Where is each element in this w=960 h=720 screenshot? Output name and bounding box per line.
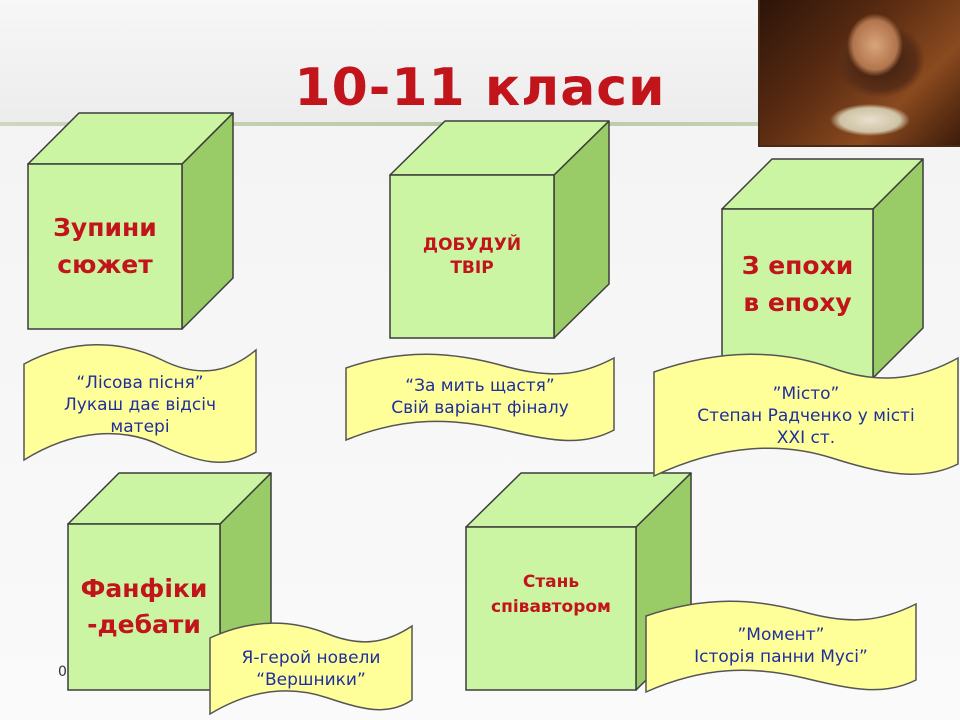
cube-shape [27, 112, 234, 330]
cube-label: Стань співавтором [491, 572, 611, 617]
banner-shape [209, 622, 413, 716]
banner-text: ”Місто” Степан Радченко у місті XXI ст. [697, 383, 915, 449]
banner-text: “За мить щастя” Свій варіант фіналу [391, 375, 569, 418]
banner-misto: ”Місто” Степан Радченко у місті XXI ст. [652, 352, 960, 482]
banner-vershnyky: Я-герой новели “Вершники” [208, 622, 414, 718]
banner-moment: ”Момент” Історія панни Мусі” [644, 600, 918, 696]
slide-number: 0 [58, 664, 67, 680]
cube-label: Фанфіки -дебати [80, 573, 208, 639]
banner-lisova-pisnya: “Лісова пісня” Лукаш дає відсіч матері [22, 342, 258, 472]
banner-text: “Лісова пісня” Лукаш дає відсіч матері [63, 372, 216, 438]
cube-zupyny-syuzhet: Зупини сюжет [27, 112, 234, 330]
banner-shape [653, 353, 959, 478]
cube-label: З епохи в епоху [741, 250, 854, 318]
cube-shape [389, 120, 610, 339]
cube-label: ДОБУДУЙ ТВІР [422, 234, 522, 278]
banner-shape [23, 344, 257, 463]
cube-label: Зупини сюжет [53, 213, 157, 279]
banner-text: ”Момент” Історія панни Мусі” [694, 624, 868, 667]
slide-title: 10-11 класи [294, 58, 666, 118]
student-reading-photo [758, 0, 960, 147]
banner-za-myt-shchastya: “За мить щастя” Свій варіант фіналу [344, 353, 616, 446]
banner-text: Я-герой новели “Вершники” [241, 647, 381, 690]
banner-shape [645, 600, 917, 694]
cube-dobuduy-tvir: ДОБУДУЙ ТВІР [389, 120, 610, 340]
cube-z-epokhy-v-epokhu: З епохи в епоху [721, 158, 924, 380]
cube-shape [721, 158, 924, 379]
banner-shape [345, 353, 615, 442]
